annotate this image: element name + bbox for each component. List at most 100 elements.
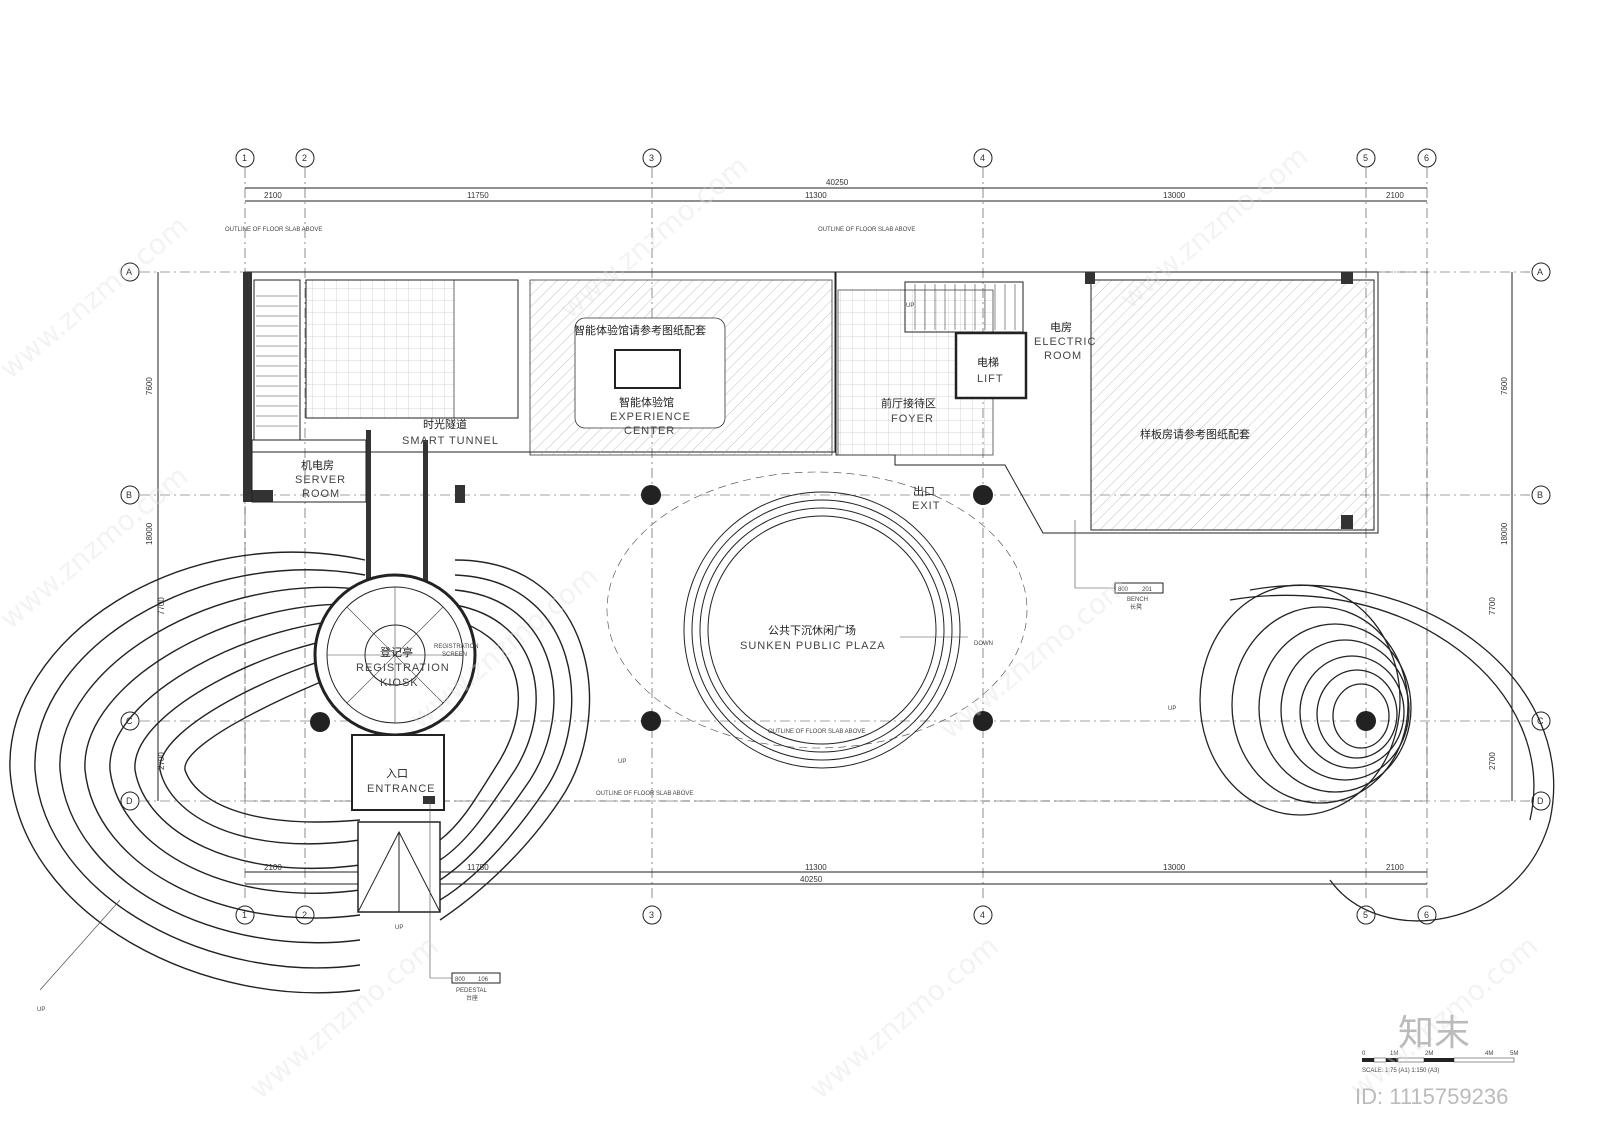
elec-en: ROOM — [1044, 350, 1082, 362]
kiosk-en: REGISTRATION — [356, 662, 450, 674]
axis-label: 2 — [302, 153, 307, 163]
axis-bubbles-bottom: 1 2 3 4 5 6 — [235, 905, 1437, 925]
left-arena-steps — [9, 551, 591, 994]
elec-en: ELECTRIC — [1034, 336, 1096, 348]
axis-label: D — [1537, 796, 1544, 806]
kiosk-en: KIOSK — [380, 677, 419, 689]
svg-text:106: 106 — [478, 977, 489, 983]
brand-logo: 知末 — [1398, 1013, 1470, 1054]
foyer-en: FOYER — [891, 413, 934, 425]
server-en: SERVER — [295, 474, 346, 486]
axis-label: 1 — [242, 153, 247, 163]
plaza-cn: 公共下沉休闲广场 — [768, 623, 856, 637]
dim-value: 2700 — [1488, 752, 1497, 770]
dim-value: 11750 — [467, 191, 489, 200]
exit-cn: 出口 — [913, 484, 935, 498]
lift-cn: 电梯 — [977, 356, 999, 369]
svg-text:BENCH: BENCH — [1127, 597, 1148, 603]
dim-total: 40250 — [800, 875, 823, 884]
svg-text:UP: UP — [37, 1007, 45, 1013]
dim-value: 13000 — [1163, 863, 1186, 872]
dim-value: 2100 — [264, 191, 282, 200]
server-cn: 机电房 — [301, 458, 334, 472]
axis-label: 5 — [1363, 153, 1368, 163]
scale-bar: 0 1M 2M 4M 5M SCALE: 1:75 (A1) 1:150 (A3… — [1362, 1051, 1518, 1074]
watermark-text: www.znzmo.com — [933, 569, 1134, 745]
axis-label: B — [1537, 490, 1543, 500]
dimension-side: 7600 18000 7700 2700 7600 18000 7700 270… — [145, 272, 1513, 801]
slab-note: OUTLINE OF FLOOR SLAB ABOVE — [225, 227, 322, 233]
axis-label: C — [1537, 716, 1544, 726]
slab-note: OUTLINE OF FLOOR SLAB ABOVE — [596, 791, 693, 797]
dimension-bottom: 2100 11750 11300 13000 2100 40250 — [245, 863, 1427, 885]
axis-label: 3 — [649, 153, 654, 163]
axis-label: 2 — [302, 910, 307, 920]
svg-text:4M: 4M — [1485, 1051, 1493, 1057]
axis-label: 4 — [980, 153, 985, 163]
svg-text:5M: 5M — [1510, 1051, 1518, 1057]
pedestal-tag: 800 106 PEDESTAL 台座 — [429, 800, 501, 1002]
svg-text:UP: UP — [906, 303, 914, 309]
tunnel-cn: 时光隧道 — [423, 417, 467, 431]
slab-note: OUTLINE OF FLOOR SLAB ABOVE — [768, 729, 865, 735]
svg-text:长凳: 长凳 — [1130, 603, 1142, 611]
direction-arrows: UP UP UP UP UP DOWN — [37, 303, 1176, 1013]
plaza-en: SUNKEN PUBLIC PLAZA — [740, 640, 886, 652]
svg-text:台座: 台座 — [466, 994, 478, 1002]
svg-text:201: 201 — [1142, 587, 1153, 593]
kiosk-cn: 登记亭 — [380, 645, 413, 659]
dim-value: 2100 — [264, 863, 282, 872]
foyer-cn: 前厅接待区 — [881, 396, 936, 410]
axis-label: B — [126, 490, 132, 500]
experience-en: CENTER — [624, 425, 675, 437]
axis-label: 6 — [1424, 153, 1429, 163]
dim-value: 11300 — [805, 863, 827, 872]
registration-kiosk — [310, 573, 477, 913]
dim-total: 40250 — [826, 178, 849, 187]
left-building — [243, 271, 836, 670]
image-id: ID: 1115759236 — [1355, 1084, 1508, 1109]
dim-value: 13000 — [1163, 191, 1186, 200]
svg-text:UP: UP — [395, 925, 403, 931]
sample-note: 样板房请参考图纸配套 — [1140, 427, 1250, 441]
experience-cn: 智能体验馆 — [619, 395, 674, 409]
axis-label: 4 — [980, 910, 985, 920]
svg-text:1M: 1M — [1390, 1051, 1398, 1057]
svg-text:UP: UP — [1168, 706, 1176, 712]
dimension-top: 40250 2100 11750 11300 13000 2100 — [245, 178, 1427, 202]
tunnel-en: SMART TUNNEL — [402, 435, 499, 447]
dim-value: 2100 — [1386, 863, 1404, 872]
watermark-text: www.znzmo.com — [243, 929, 444, 1105]
axis-label: 1 — [242, 910, 247, 920]
dim-value: 7700 — [1488, 597, 1497, 615]
axis-label: 5 — [1363, 910, 1368, 920]
lift-en: LIFT — [977, 373, 1004, 385]
svg-text:800: 800 — [1118, 587, 1129, 593]
watermark-text: www.znzmo.com — [0, 209, 194, 385]
right-building — [835, 271, 1379, 534]
stair-treads — [256, 284, 1016, 427]
dim-value: 11750 — [467, 863, 489, 872]
svg-text:2M: 2M — [1425, 1051, 1433, 1057]
svg-text:DOWN: DOWN — [974, 641, 993, 647]
dim-value: 11300 — [805, 191, 827, 200]
axis-label: C — [126, 716, 133, 726]
slab-note: OUTLINE OF FLOOR SLAB ABOVE — [818, 227, 915, 233]
svg-text:SCALE: 1:75 (A1) 1:150 (A3): SCALE: 1:75 (A1) 1:150 (A3) — [1362, 1068, 1439, 1074]
svg-text:UP: UP — [618, 759, 626, 765]
axis-label: 3 — [649, 910, 654, 920]
sunken-plaza — [606, 471, 1028, 769]
axis-label: D — [126, 796, 133, 806]
experience-note: 智能体验馆请参考图纸配套 — [574, 323, 706, 337]
dim-value: 7600 — [1500, 377, 1509, 395]
entrance-en: ENTRANCE — [367, 783, 436, 795]
svg-text:800: 800 — [455, 977, 466, 983]
column — [1356, 711, 1376, 731]
exit-en: EXIT — [912, 500, 940, 512]
right-spiral-steps — [1199, 584, 1555, 922]
dim-value: 2100 — [1386, 191, 1404, 200]
axis-bubbles-side: A B C D A B C D — [120, 262, 1551, 811]
entrance-cn: 入口 — [386, 767, 408, 780]
dim-value: 18000 — [145, 522, 154, 545]
